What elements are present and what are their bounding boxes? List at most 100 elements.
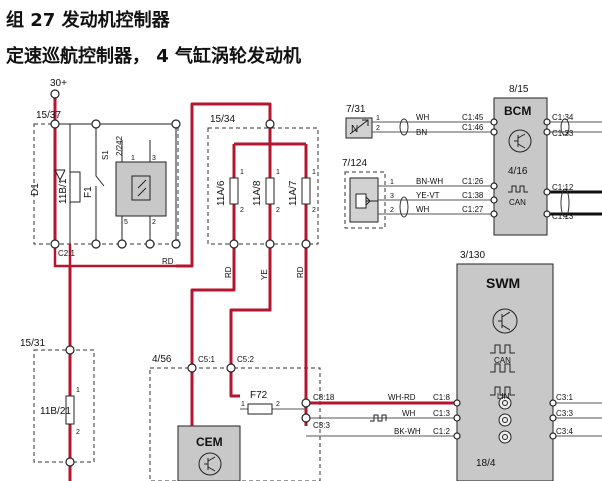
fuse-11b-21-symbol <box>65 395 75 425</box>
pin-11a8-1: 1 <box>276 169 280 176</box>
pin-11a8-2: 2 <box>276 207 280 214</box>
wire-label-bn: BN <box>416 128 427 137</box>
fuse-11a-8-symbol <box>265 177 275 205</box>
diode-d1-symbol <box>54 169 66 182</box>
label-11b-1: 11B/1 <box>58 178 69 204</box>
wire-label-ye-vt: YE-VT <box>416 191 440 200</box>
relay-pin-1: 1 <box>131 155 135 162</box>
label-11b-21: 11B/21 <box>40 406 71 417</box>
pin-7-124-1: 1 <box>390 179 394 186</box>
label-rd-1: RD <box>162 257 174 266</box>
conn-c1-26: C1:26 <box>462 177 484 186</box>
label-11a-7: 11A/7 <box>288 180 299 206</box>
label-c5-1: C5:1 <box>198 355 215 364</box>
label-f72: F72 <box>250 390 268 401</box>
conn-c1-8: C1:8 <box>433 393 450 402</box>
sensor-7-124-border <box>344 171 386 229</box>
pin-7-124-3: 3 <box>390 193 394 200</box>
conn-c1-12: C1:12 <box>552 183 574 192</box>
label-2-242: 2/242 <box>115 135 124 156</box>
conn-c1-38: C1:38 <box>462 191 484 200</box>
label-18-4: 18/4 <box>476 458 496 469</box>
twist-markers <box>399 118 570 218</box>
label-f1: F1 <box>83 186 94 198</box>
conn-c1-33: C1:33 <box>552 129 574 138</box>
label-c2-1: C2:1 <box>58 249 75 258</box>
swm-transistor-icon <box>492 308 518 334</box>
pin-11a6-2: 2 <box>240 207 244 214</box>
label-d1: D1 <box>30 183 41 196</box>
bcm-transistor-icon <box>508 129 532 153</box>
wire-label-wh-1: WH <box>416 113 430 122</box>
label-30: 30+ <box>50 78 67 89</box>
switch-s1-symbol <box>95 152 105 187</box>
wire-rd-to-c5-1 <box>190 244 236 368</box>
sensor-7-31-symbol: N <box>351 124 358 135</box>
label-15-31: 15/31 <box>20 338 45 349</box>
f72-pin-1: 1 <box>241 401 245 408</box>
pin-11b21-2: 2 <box>76 429 80 436</box>
pin-7-124-2: 2 <box>390 207 394 214</box>
conn-c3-3: C3:3 <box>556 409 573 418</box>
pin-11a7-2: 2 <box>312 207 316 214</box>
page-title: 组 27 发动机控制器 <box>6 10 170 31</box>
signal-wires <box>240 121 602 437</box>
wh-signal-wave-icon <box>370 414 387 422</box>
label-rd-3: RD <box>296 266 305 278</box>
pin-7-31-1: 1 <box>376 115 380 122</box>
pin-11a7-1: 1 <box>312 169 316 176</box>
label-3-130: 3/130 <box>460 250 485 261</box>
pin-11a6-1: 1 <box>240 169 244 176</box>
label-7-31: 7/31 <box>346 104 366 115</box>
relay-2-242-body <box>115 161 167 217</box>
junction-30 <box>50 89 60 99</box>
label-c5-2: C5:2 <box>237 355 254 364</box>
wire-ye-to-c5-2 <box>229 244 272 368</box>
bcm-module <box>493 97 548 236</box>
label-4-16: 4/16 <box>508 166 528 177</box>
label-7-124: 7/124 <box>342 158 367 169</box>
label-swm-lin: LIN <box>497 392 510 401</box>
wire-label-wh-rd: WH-RD <box>388 393 416 402</box>
wire-c5-2-f72 <box>229 368 240 398</box>
wire-rd-feed-15-34 <box>176 102 272 268</box>
fuse-box-15-34-border <box>207 127 319 245</box>
page-subtitle: 定速巡航控制器， 4 气缸涡轮发动机 <box>6 46 302 67</box>
label-15-37: 15/37 <box>36 110 61 121</box>
conn-c1-27: C1:27 <box>462 205 484 214</box>
conn-c1-34: C1:34 <box>552 113 574 122</box>
fuse-f72-symbol <box>247 403 273 415</box>
sensor-7-31-body <box>345 117 373 139</box>
wire-label-bk-wh: BK-WH <box>394 427 421 436</box>
conn-c3-1: C3:1 <box>556 393 573 402</box>
conn-c3-4: C3:4 <box>556 427 573 436</box>
swm-lin-wave-icon <box>490 386 515 396</box>
cem-transistor-icon <box>198 452 222 476</box>
pin-11b21-1: 1 <box>76 387 80 394</box>
potentiometer-icon <box>355 193 367 209</box>
wire-label-wh-2: WH <box>416 205 430 214</box>
label-c8-18: C8:18 <box>313 393 335 402</box>
label-swm: SWM <box>486 275 520 291</box>
f72-pin-2: 2 <box>276 401 280 408</box>
wire-label-bn-wh: BN-WH <box>416 177 443 186</box>
sensor-7-31-arrow <box>349 119 369 135</box>
fuse-11a-6-symbol <box>229 177 239 205</box>
label-rd-2: RD <box>224 266 233 278</box>
label-swm-can: CAN <box>494 356 511 365</box>
pin-7-31-2: 2 <box>376 125 380 132</box>
relay-coil <box>131 175 151 201</box>
swm-sockets <box>498 396 512 444</box>
label-11a-8: 11A/8 <box>252 180 263 206</box>
fuse-11a-7-symbol <box>301 177 311 205</box>
label-ye: YE <box>260 269 269 280</box>
conn-c1-2: C1:2 <box>433 427 450 436</box>
label-bcm: BCM <box>504 104 531 118</box>
swm-can-wave-2-icon <box>490 363 515 373</box>
fuse-box-15-31-border <box>33 349 95 463</box>
label-s1: S1 <box>101 150 110 160</box>
wire-c2-1-rd <box>53 244 176 268</box>
conn-c1-46: C1:46 <box>462 123 484 132</box>
label-cem: CEM <box>196 435 223 449</box>
